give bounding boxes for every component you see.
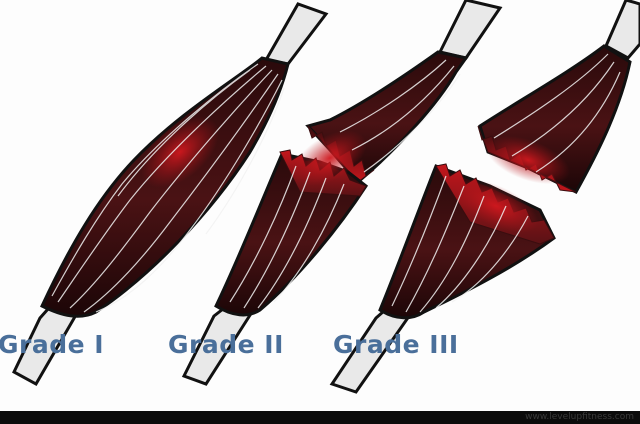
strain-area-1 [140,116,220,188]
tendon-top-2 [437,0,503,60]
grade-1-label: Grade I [0,330,105,359]
tendon-top-3 [604,0,640,60]
muscle-grade-3 [329,0,640,394]
fibers-1 [51,63,285,313]
muscle-grade-2 [181,0,503,386]
muscle-grade-1 [12,2,329,387]
grade-2-label: Grade II [168,330,284,359]
rupture-glow-lower-3 [453,179,539,233]
tendon-top-1 [263,2,329,66]
watermark: www.levelupfitness.com [525,412,634,422]
fibers-2 [229,59,461,309]
rupture-glow-upper-3 [486,135,570,185]
grade-3-label: Grade III [333,330,459,359]
tear-glow-2 [293,130,367,186]
bottom-bar [0,411,640,424]
fibers-3 [391,53,621,313]
